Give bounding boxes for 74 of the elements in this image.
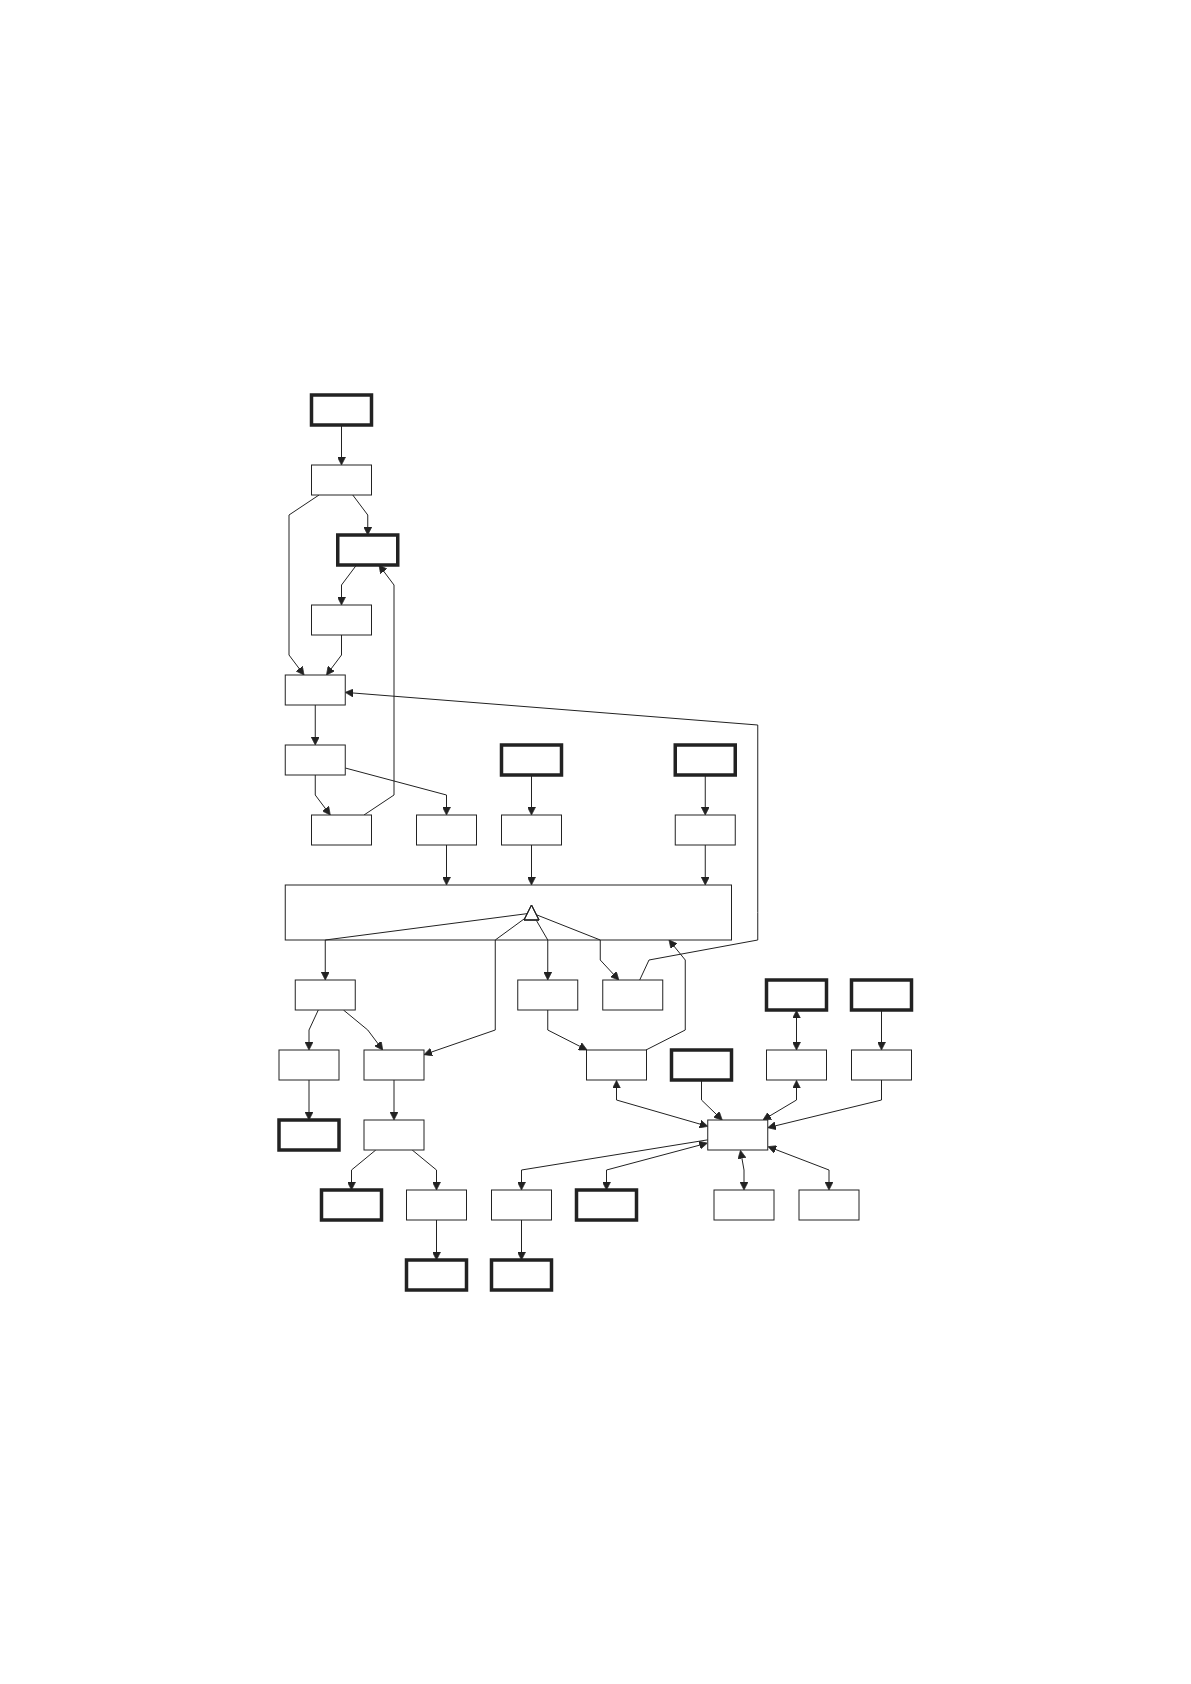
arrow [337, 424, 347, 465]
arrow [304, 1009, 320, 1050]
node-box [278, 1049, 340, 1080]
node-box [586, 1049, 648, 1080]
arrow [877, 1009, 887, 1050]
arrow [527, 844, 537, 885]
node-box [575, 1187, 639, 1222]
arrow [547, 1009, 588, 1050]
arrow [442, 844, 452, 885]
arrow [343, 1009, 384, 1050]
node-box [277, 1117, 341, 1152]
node-box [517, 979, 579, 1010]
arrow [536, 913, 620, 980]
node-box [406, 1189, 468, 1220]
arrow [602, 1140, 708, 1190]
node-box [295, 979, 356, 1010]
arrow [701, 844, 710, 885]
node-box [285, 744, 346, 775]
cluster [285, 884, 733, 940]
arrow [337, 564, 358, 605]
node-box [311, 814, 373, 845]
node-box [602, 979, 664, 1010]
node-box [501, 814, 563, 845]
arrow [432, 1219, 442, 1260]
node-box [850, 977, 914, 1012]
arrow [347, 1149, 377, 1190]
node-box [285, 674, 346, 705]
node-box [707, 1119, 769, 1150]
arrow [527, 774, 537, 815]
arrow [326, 634, 343, 675]
node-box [766, 1049, 828, 1080]
arrow [304, 1079, 314, 1120]
arrow [762, 1079, 802, 1120]
arrow [345, 688, 759, 980]
arrow [701, 774, 710, 815]
node-box [405, 1257, 469, 1292]
node-box [320, 1187, 384, 1222]
node-box [491, 1189, 553, 1220]
node-box [416, 814, 478, 845]
node-box [673, 742, 738, 777]
arrow [645, 939, 686, 1050]
node-box [336, 532, 400, 567]
node-box [765, 977, 829, 1012]
arrow [363, 564, 395, 815]
node-box [798, 1189, 860, 1220]
arrow [345, 767, 452, 815]
arrow [701, 1079, 723, 1120]
arrow [389, 1079, 399, 1120]
arrow [536, 919, 553, 980]
node-box [713, 1189, 775, 1220]
arrow [792, 1009, 802, 1050]
node-box [500, 742, 564, 777]
arrow [311, 704, 320, 745]
arrow [423, 916, 527, 1056]
arrow [517, 1138, 709, 1190]
arrow [517, 1219, 527, 1260]
node-box [310, 392, 374, 427]
arrow [612, 1079, 709, 1128]
node-box [490, 1257, 554, 1292]
node-box [363, 1049, 425, 1080]
arrow [411, 1149, 442, 1190]
arrow [767, 1144, 834, 1190]
node-box [363, 1119, 425, 1150]
arrow [321, 912, 529, 980]
arrow [767, 1079, 883, 1130]
node-box [311, 464, 373, 495]
node-box [851, 1049, 913, 1080]
node-box [675, 814, 736, 845]
node-box [670, 1047, 734, 1082]
node-box [311, 604, 373, 635]
arrow [737, 1149, 749, 1190]
arrow [288, 494, 320, 675]
arrow [352, 494, 373, 535]
arrow [315, 774, 331, 815]
